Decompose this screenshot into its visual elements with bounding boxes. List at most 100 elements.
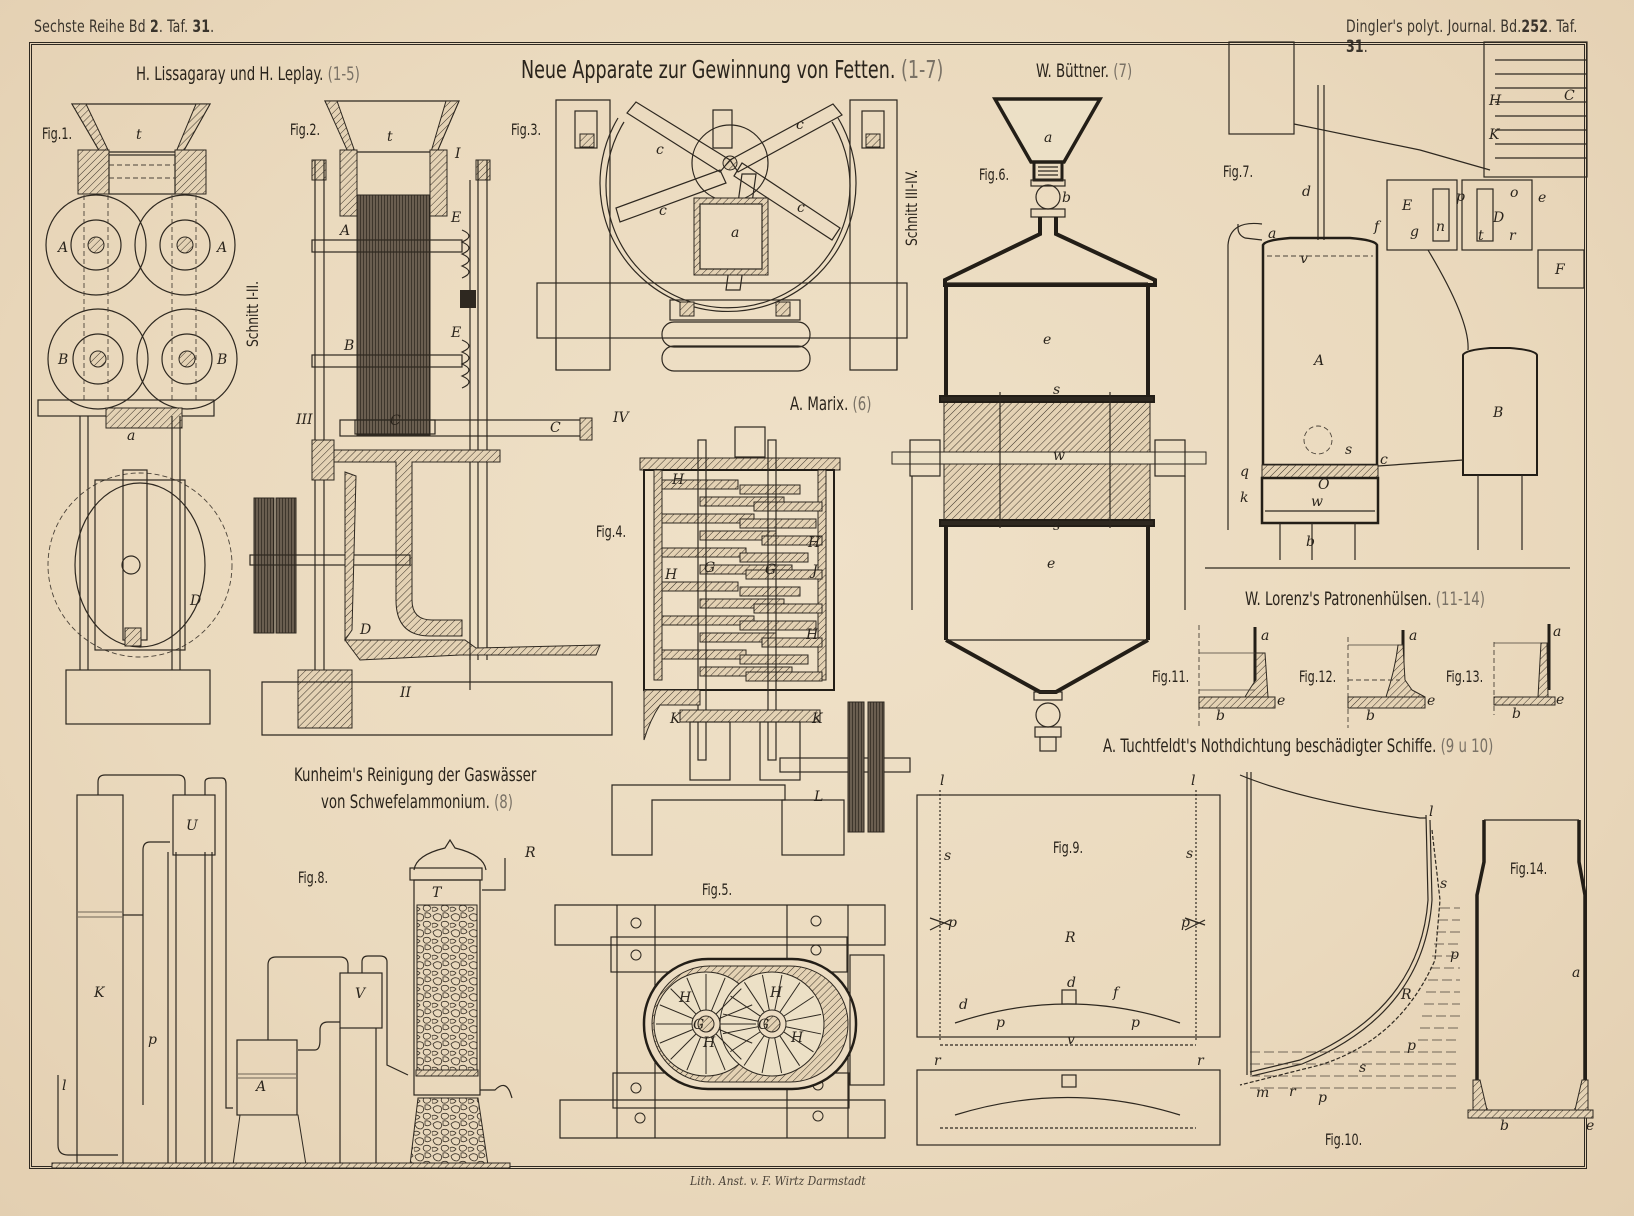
- fig3-drawing: [536, 99, 908, 372]
- fig6-part-w: w: [1053, 448, 1065, 464]
- fig4-label: Fig.4.: [596, 522, 627, 541]
- fig5-spoke: [761, 974, 770, 1011]
- fig10-part-R: R: [1401, 987, 1412, 1003]
- fig8-part-A: A: [256, 1079, 267, 1095]
- fig8-part-V: V: [355, 986, 366, 1002]
- fig6-part-e-bottom: e: [1047, 556, 1056, 572]
- fig1-label: Fig.1.: [42, 124, 73, 143]
- fig10-part-s-top: s: [1440, 876, 1448, 892]
- fig6-part-s-top: s: [1053, 382, 1061, 398]
- fig4-part-J: J: [812, 563, 818, 579]
- fig7-part-F: F: [1555, 262, 1565, 278]
- fig4-fin: [761, 535, 823, 546]
- title-marix-figs: (6): [852, 393, 872, 415]
- fig9-part-R: R: [1065, 930, 1076, 946]
- plate-frame: [29, 42, 1587, 1169]
- fig8-part-l: l: [62, 1078, 67, 1094]
- fig7-part-a: a: [1268, 226, 1277, 242]
- fig13-part-a: a: [1553, 624, 1562, 640]
- fig7-part-r: r: [1509, 228, 1516, 244]
- fig4-fin: [745, 569, 823, 580]
- fig2-part-C-right: C: [550, 420, 561, 436]
- fig7-part-q: q: [1240, 464, 1249, 480]
- fig4-fin: [739, 586, 801, 597]
- fig4-fin: [661, 479, 739, 490]
- fig5-part-G1: G: [693, 1017, 705, 1033]
- title-kunheim-line1: Kunheim's Reinigung der Gaswässer: [294, 764, 536, 786]
- fig7-part-p: p: [1456, 189, 1465, 205]
- fig4-fin: [739, 654, 809, 665]
- fig7-part-K: K: [1489, 127, 1500, 143]
- fig2-label: Fig.2.: [290, 120, 321, 139]
- fig7-part-E: E: [1402, 198, 1413, 214]
- title-tuchtfeldt: A. Tuchtfeldt's Nothdichtung beschädigte…: [1103, 735, 1493, 757]
- fig7-part-e: e: [1538, 190, 1547, 206]
- fig8-part-p: p: [148, 1032, 157, 1048]
- fig5-spoke: [659, 1004, 694, 1020]
- title-tuchtfeldt-figs: (9 u 10): [1440, 735, 1494, 757]
- fig5-spoke: [783, 1031, 814, 1053]
- fig3-part-c3: c: [659, 203, 667, 219]
- fig2-part-IV: IV: [613, 410, 629, 426]
- fig5-spoke: [715, 988, 742, 1015]
- title-marix: A. Marix. (6): [790, 393, 871, 415]
- fig9-part-p-right: p: [1181, 915, 1190, 931]
- fig9-part-r-left: r: [934, 1053, 941, 1069]
- fig2-part-II: II: [400, 685, 412, 701]
- fig14-part-e: e: [1586, 1118, 1595, 1134]
- fig13-part-b: b: [1512, 706, 1521, 722]
- fig4-fin: [739, 484, 801, 495]
- fig4-fin: [739, 518, 817, 529]
- fig12-part-e: e: [1427, 693, 1436, 709]
- fig7-part-g: g: [1410, 224, 1419, 240]
- fig4-part-K-left: K: [670, 711, 681, 727]
- fig2-part-C-left: C: [390, 413, 401, 429]
- fig11-part-e: e: [1277, 693, 1286, 709]
- fig7-part-C: C: [1564, 88, 1575, 104]
- fig10-part-p-top: p: [1450, 947, 1459, 963]
- title-kunheim-figs: (8): [494, 791, 513, 813]
- fig4-part-H1: H: [672, 472, 685, 488]
- fig7-part-O: O: [1318, 477, 1330, 493]
- fig4-fin: [745, 671, 823, 682]
- fig7-part-c: c: [1380, 452, 1388, 468]
- series-taf-label: Taf: [167, 17, 185, 37]
- fig2-part-B: B: [344, 338, 355, 354]
- fig11-13-drawing: [1198, 624, 1556, 728]
- fig5-part-G2: G: [758, 1017, 770, 1033]
- title-buettner: W. Büttner. (7): [1036, 60, 1132, 82]
- fig7-part-D: D: [1493, 210, 1505, 226]
- fig5-label: Fig.5.: [702, 880, 733, 899]
- fig10-drawing: [1239, 772, 1460, 1089]
- fig5-spoke: [715, 1033, 742, 1060]
- fig7-part-A: A: [1314, 353, 1325, 369]
- fig9-part-s-right: s: [1186, 846, 1194, 862]
- fig2-drawing: [249, 100, 613, 736]
- fig2-part-D: D: [360, 622, 372, 638]
- fig2-part-A: A: [340, 223, 351, 239]
- title-buettner-text: W. Büttner.: [1036, 60, 1110, 82]
- journal-prefix: Dingler's polyt. Journal. Bd.: [1346, 17, 1522, 37]
- fig4-fin: [661, 581, 739, 592]
- fig1-part-D: D: [190, 593, 202, 609]
- fig4-part-H3: H: [808, 535, 821, 551]
- fig8-drawing: [51, 774, 513, 1169]
- fig7-label: Fig.7.: [1223, 162, 1254, 181]
- fig14-part-a: a: [1572, 965, 1581, 981]
- fig10-part-r: r: [1289, 1084, 1296, 1100]
- title-lorenz-text: W. Lorenz's Patronenhülsen.: [1245, 588, 1432, 610]
- fig4-part-H2: H: [665, 567, 678, 583]
- title-main: Neue Apparate zur Gewinnung von Fetten. …: [521, 55, 943, 84]
- title-kunheim-text1: Kunheim's Reinigung der Gaswässer: [294, 764, 537, 786]
- fig6-label: Fig.6.: [979, 165, 1010, 184]
- fig10-label: Fig.10.: [1325, 1130, 1363, 1149]
- fig7-part-t: t: [1478, 228, 1484, 244]
- fig9-part-p-bottom-left: p: [996, 1015, 1005, 1031]
- fig12-label: Fig.12.: [1299, 667, 1337, 686]
- lithographer-imprint: Lith. Anst. v. F. Wirtz Darmstadt: [690, 1174, 866, 1188]
- fig10-part-p-bottom: p: [1318, 1090, 1327, 1106]
- fig11-label: Fig.11.: [1152, 667, 1190, 686]
- fig1-part-a: a: [127, 428, 136, 444]
- fig11-part-b: b: [1216, 708, 1225, 724]
